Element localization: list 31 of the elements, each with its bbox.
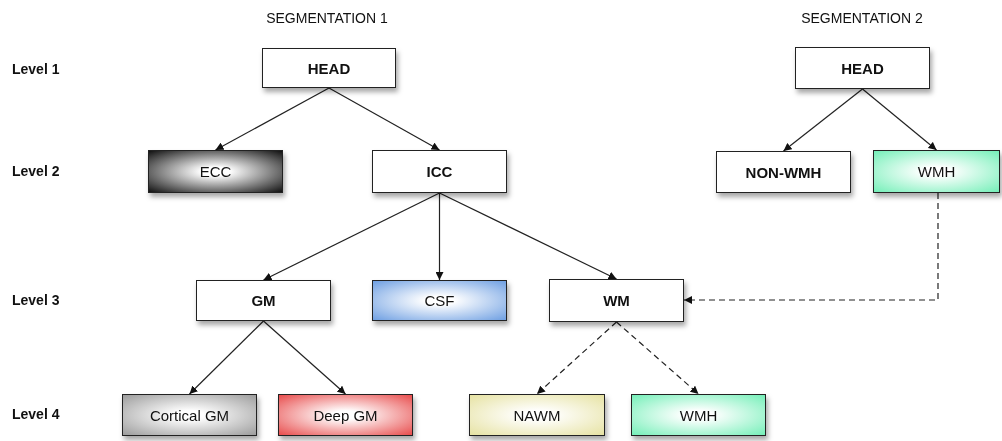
category-box: Deep GM xyxy=(278,394,413,436)
category-box: HEAD xyxy=(795,47,930,89)
arrow xyxy=(615,321,700,395)
arrow xyxy=(861,88,938,151)
arrow xyxy=(328,87,441,151)
arrow xyxy=(683,192,939,304)
arrow xyxy=(214,87,330,151)
arrow xyxy=(262,320,347,395)
arrow xyxy=(782,88,864,152)
category-box: GM xyxy=(196,280,331,321)
category-box: CSF xyxy=(372,280,507,321)
column-heading: SEGMENTATION 1 xyxy=(266,10,388,26)
arrow xyxy=(536,321,618,395)
column-heading: SEGMENTATION 2 xyxy=(801,10,923,26)
level-label: Level 2 xyxy=(12,163,60,179)
arrow xyxy=(435,192,444,281)
category-box: HEAD xyxy=(262,48,396,88)
category-box: WMH xyxy=(631,394,766,436)
level-label: Level 3 xyxy=(12,292,60,308)
category-box: WM xyxy=(549,279,684,322)
category-box: NAWM xyxy=(469,394,605,436)
arrow xyxy=(188,320,265,395)
category-box: ICC xyxy=(372,150,507,193)
category-box: Cortical GM xyxy=(122,394,257,436)
category-box: ECC xyxy=(148,150,283,193)
arrow xyxy=(438,192,618,280)
level-label: Level 1 xyxy=(12,61,60,77)
arrow xyxy=(262,192,441,281)
category-box: NON-WMH xyxy=(716,151,851,193)
category-box: WMH xyxy=(873,150,1000,193)
level-label: Level 4 xyxy=(12,406,60,422)
